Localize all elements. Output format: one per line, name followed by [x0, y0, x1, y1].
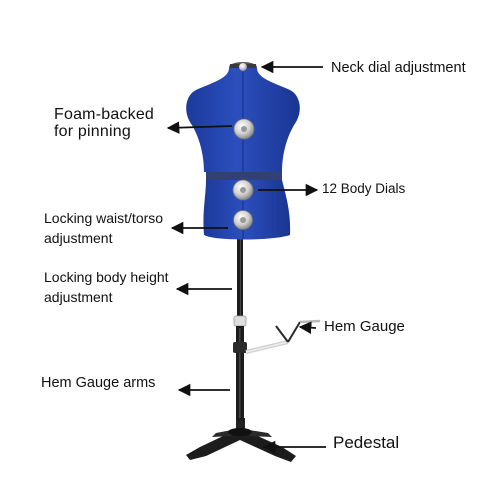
- label-lock-height-line1: Locking body height: [44, 269, 169, 285]
- label-pedestal: Pedestal: [333, 433, 400, 452]
- arrow-icon: [166, 121, 233, 134]
- stand-pole: [233, 225, 247, 421]
- hem-gauge: [245, 319, 321, 354]
- label-body-dials: 12 Body Dials: [322, 181, 406, 196]
- label-lock-waist-line1: Locking waist/torso: [44, 210, 164, 226]
- label-hem-gauge: Hem Gauge: [324, 318, 405, 335]
- dial-icon: [239, 63, 247, 71]
- label-lock-height-line2: adjustment: [44, 289, 113, 306]
- label-foam-line2: for pinning: [54, 122, 131, 140]
- label-hem-gauge-arms: Hem Gauge arms: [41, 375, 156, 391]
- label-foam-line1: Foam-backed: [54, 106, 155, 123]
- pedestal-base: [186, 418, 296, 462]
- body-dials: [232, 63, 255, 230]
- arrow-icon: [298, 321, 317, 334]
- label-neck-dial: Neck dial adjustment: [331, 60, 466, 76]
- label-locking-height: Locking body height adjustment: [44, 267, 169, 308]
- label-locking-waist: Locking waist/torso adjustment: [44, 208, 163, 249]
- callout-arrows: [166, 60, 326, 454]
- dress-form-torso: [186, 62, 300, 240]
- label-foam-backed: Foam-backed for pinning: [54, 106, 155, 141]
- label-lock-waist-line2: adjustment: [44, 230, 113, 247]
